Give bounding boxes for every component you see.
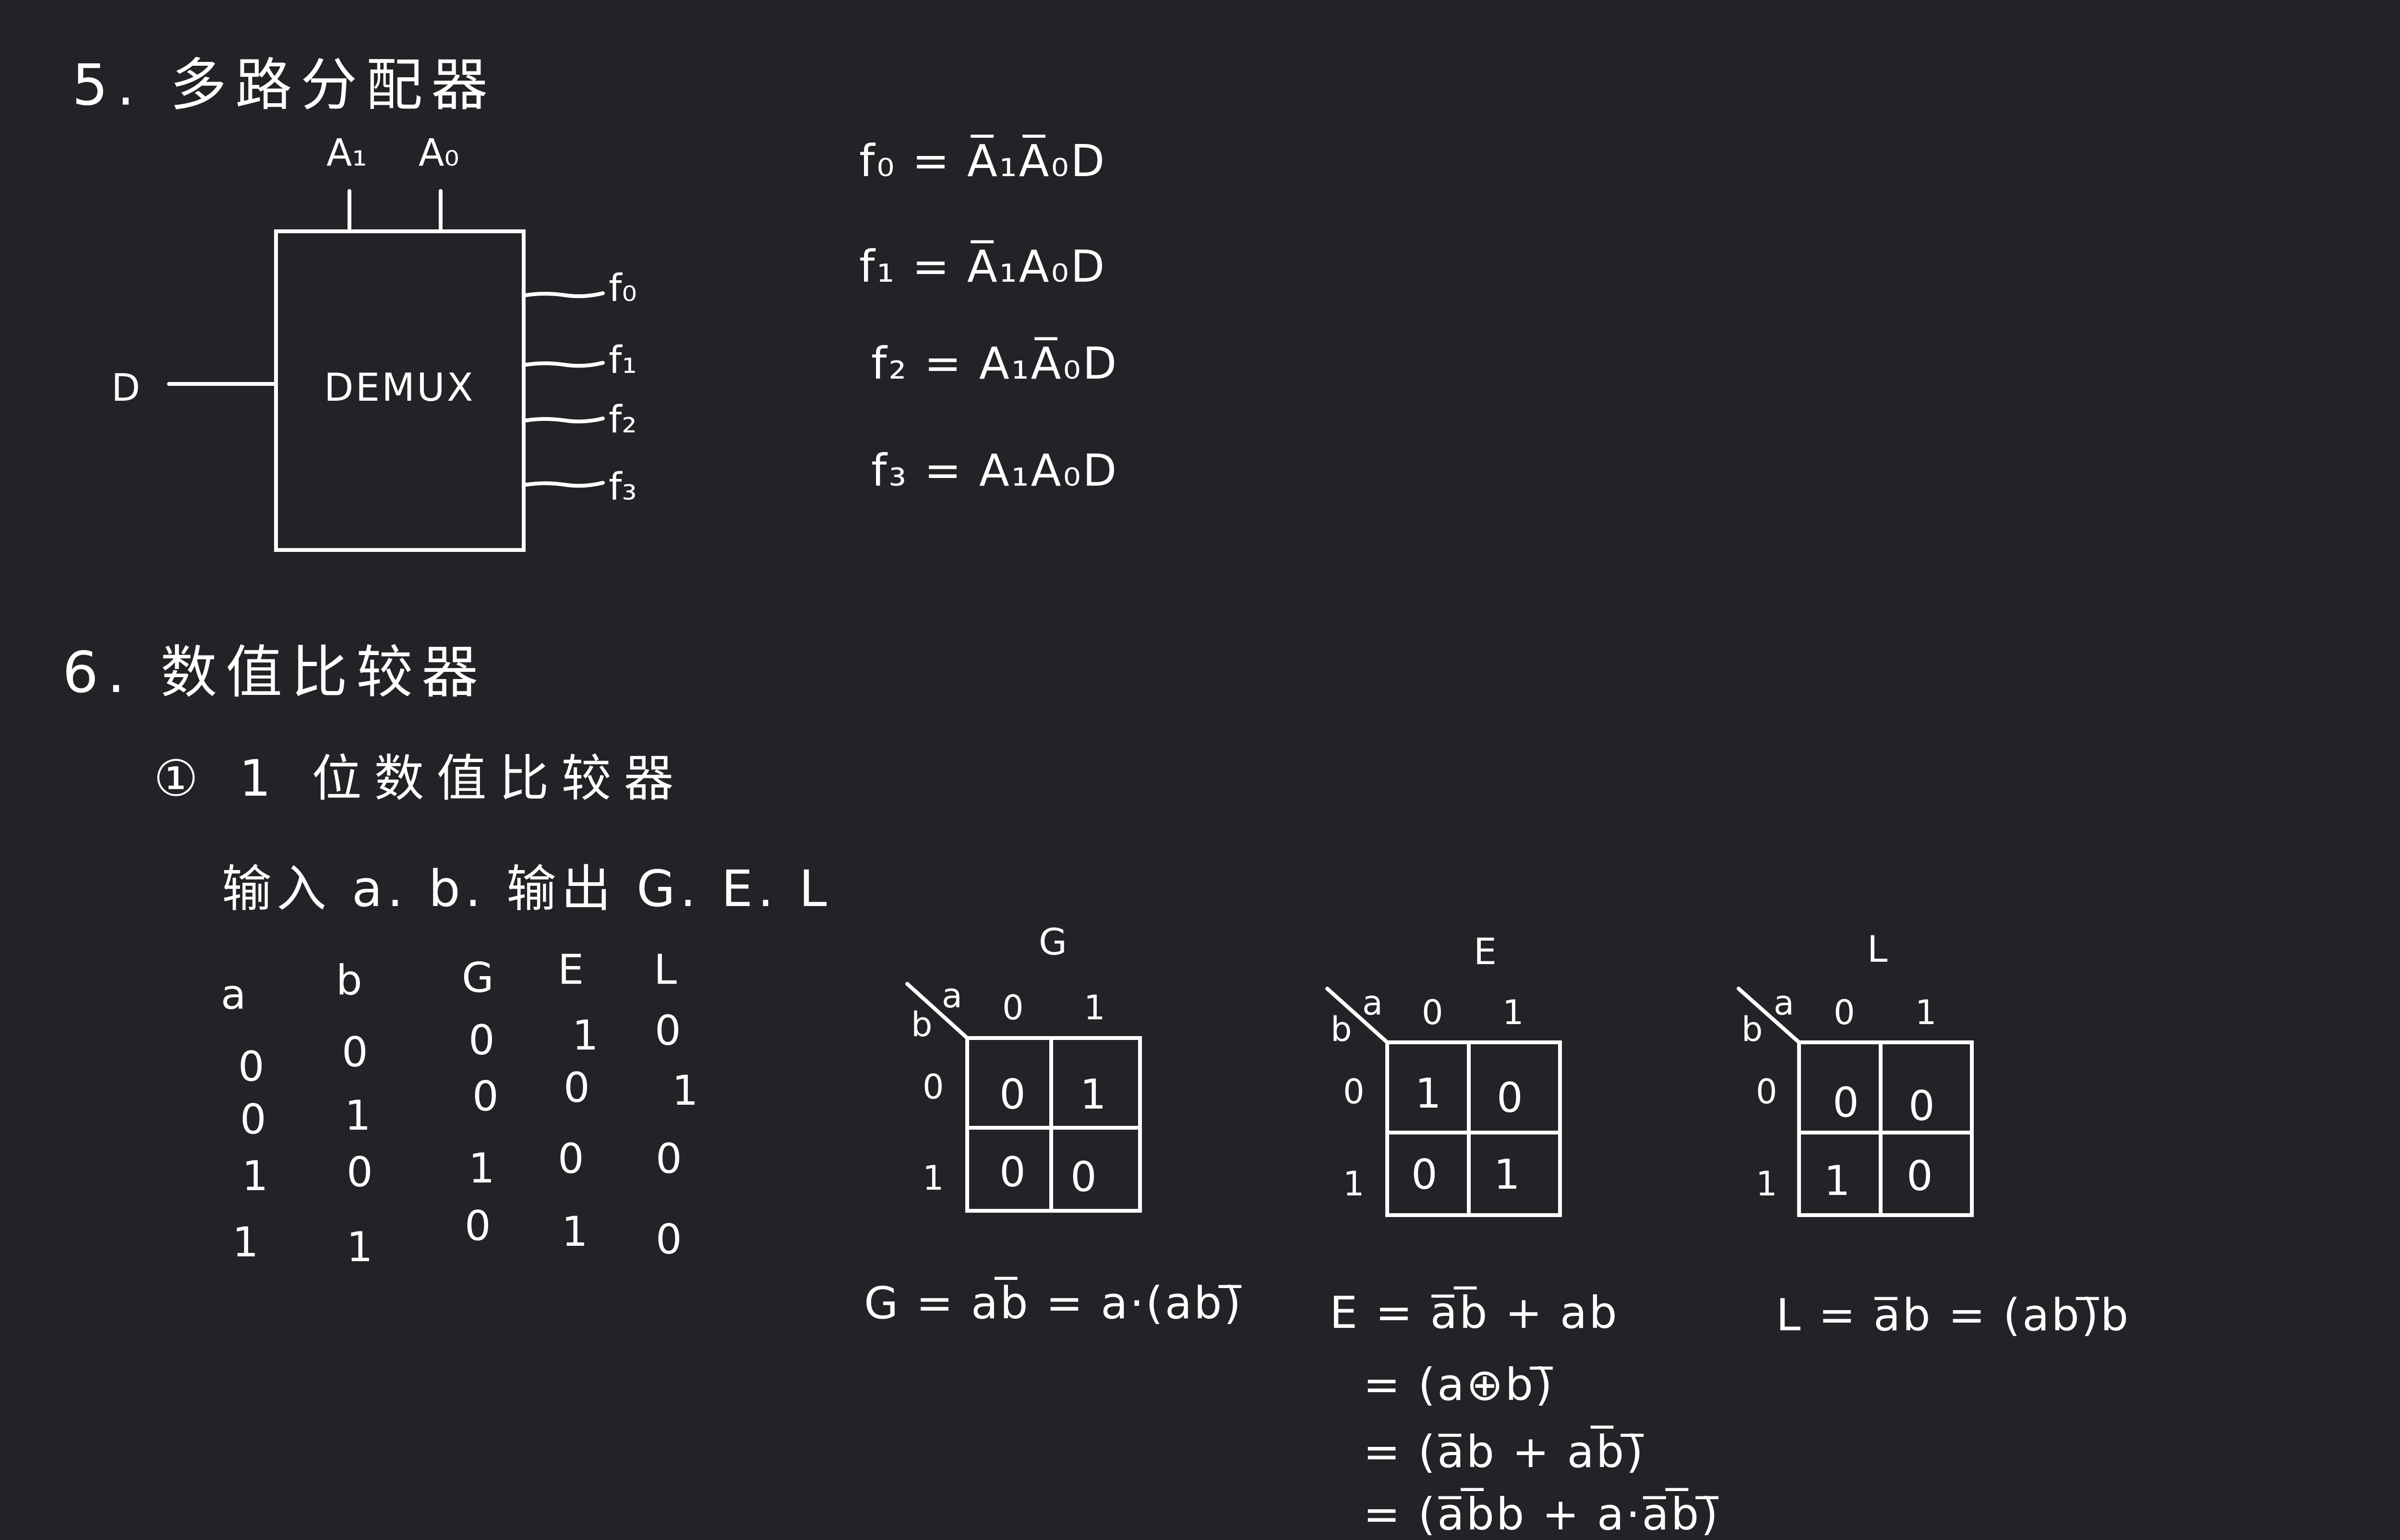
- eq-f0-rhs: A̅₁A̅₀D: [967, 135, 1107, 187]
- kmap-l-cell: 1: [1824, 1157, 1850, 1205]
- kmap-e-cell: 0: [1497, 1074, 1523, 1122]
- kmap-g-cell: 1: [1080, 1071, 1106, 1119]
- demux-label: DEMUX: [324, 365, 475, 410]
- kmap-g-grid: [965, 1036, 1142, 1213]
- kmap-e-col-0: 0: [1422, 993, 1443, 1032]
- table-row: 1: [347, 1223, 373, 1271]
- select-label-a0: A₀: [419, 131, 459, 175]
- table-row: 0: [564, 1064, 590, 1112]
- table-row: 1: [345, 1092, 371, 1140]
- output-line-f3: [524, 481, 605, 488]
- e-expression-line: = (a⊕b)̅: [1363, 1359, 1554, 1410]
- tt-header-e: E: [558, 946, 584, 994]
- table-row: 0: [238, 1043, 264, 1091]
- eq-f1: f₁ = A̅₁A₀D: [859, 245, 1106, 289]
- kmap-g-row-0: 0: [923, 1067, 944, 1107]
- output-label-f1: f₁: [609, 339, 637, 382]
- eq-f0-lhs: f₀ =: [859, 135, 951, 187]
- output-label-f2: f₂: [609, 398, 637, 442]
- kmap-g-cell: 0: [1070, 1153, 1097, 1201]
- kmap-e-cell: 0: [1411, 1151, 1438, 1199]
- kmap-e-row-0: 0: [1343, 1072, 1365, 1111]
- output-label-f0: f₀: [609, 267, 637, 310]
- table-row: 0: [342, 1028, 368, 1076]
- kmap-e-row-1: 1: [1343, 1164, 1365, 1204]
- kmap-e-col-1: 1: [1502, 993, 1524, 1032]
- eq-f1-rhs: A̅₁A₀D: [967, 241, 1107, 292]
- io-description: 输入 a. b. 输出 G. E. L: [222, 860, 832, 918]
- section6-title: 6. 数值比较器: [62, 639, 487, 705]
- output-line-f0: [524, 291, 605, 298]
- kmap-l-row-var: b: [1741, 1010, 1763, 1049]
- kmap-l-row-1: 1: [1756, 1164, 1777, 1204]
- table-row: 1: [242, 1152, 268, 1200]
- kmap-l-row-0: 0: [1756, 1072, 1777, 1111]
- eq-f3-rhs: A₁A₀D: [979, 445, 1119, 496]
- kmap-g-cell: 0: [999, 1148, 1026, 1196]
- tt-header-b: b: [336, 956, 362, 1004]
- kmap-e-cell: 1: [1494, 1151, 1520, 1199]
- kmap-g-col-var: a: [942, 976, 962, 1015]
- e-expression-line: E = a̅b̅ + ab: [1330, 1287, 1619, 1338]
- kmap-g-row-1: 1: [923, 1158, 944, 1198]
- kmap-g-row-var: b: [911, 1005, 933, 1044]
- kmap-e-col-var: a: [1362, 983, 1383, 1023]
- kmap-l-col-1: 1: [1915, 993, 1937, 1032]
- table-row: 0: [465, 1202, 491, 1250]
- table-row: 0: [347, 1148, 373, 1196]
- table-row: 1: [672, 1067, 698, 1115]
- input-label-d: D: [111, 367, 141, 410]
- g-expression: G = ab̅ = a·(ab)̅: [864, 1277, 1243, 1329]
- kmap-g-title: G: [1039, 920, 1067, 963]
- kmap-e-row-var: b: [1331, 1010, 1352, 1049]
- kmap-e-title: E: [1474, 930, 1497, 973]
- table-row: 0: [240, 1096, 266, 1144]
- kmap-g-cell: 0: [999, 1071, 1026, 1119]
- output-label-f3: f₃: [609, 466, 637, 509]
- demux-block-outline: [274, 229, 526, 552]
- e-expression-line: = (a̅b + ab̅)̅: [1363, 1426, 1645, 1478]
- kmap-l-grid: [1797, 1040, 1974, 1217]
- table-row: 1: [232, 1218, 259, 1266]
- output-line-f1: [524, 361, 605, 368]
- select-label-a1: A₁: [326, 131, 367, 175]
- tt-header-a: a: [221, 971, 246, 1019]
- output-line-f2: [524, 417, 605, 424]
- kmap-e-grid: [1385, 1040, 1562, 1217]
- section5-title: 5. 多路分配器: [72, 52, 497, 118]
- tt-header-l: L: [654, 946, 677, 994]
- table-row: 1: [562, 1208, 588, 1256]
- table-row: 0: [656, 1216, 682, 1264]
- e-expression-line: = (a̅b̅b + a·a̅b̅)̅: [1363, 1489, 1720, 1540]
- table-row: 1: [572, 1012, 599, 1060]
- kmap-l-cell: 0: [1833, 1079, 1859, 1127]
- section6-subtitle: ① 1 位数值比较器: [154, 749, 686, 808]
- kmap-g-col-0: 0: [1002, 988, 1024, 1027]
- eq-f2: f₂ = A₁A̅₀D: [871, 342, 1118, 386]
- kmap-l-col-0: 0: [1834, 993, 1855, 1032]
- tt-header-g: G: [462, 954, 494, 1002]
- kmap-g-col-1: 1: [1084, 988, 1105, 1027]
- table-row: 0: [656, 1135, 682, 1183]
- eq-f2-lhs: f₂ =: [871, 338, 963, 389]
- kmap-l-cell: 0: [1907, 1152, 1933, 1200]
- table-row: 0: [468, 1016, 495, 1064]
- kmap-l-col-var: a: [1774, 983, 1794, 1023]
- eq-f2-rhs: A₁A̅₀D: [979, 338, 1119, 389]
- table-row: 0: [558, 1135, 584, 1183]
- l-expression: L = a̅b = (ab)̅b: [1776, 1289, 2131, 1341]
- table-row: 0: [655, 1007, 681, 1055]
- kmap-l-title: L: [1867, 928, 1888, 970]
- kmap-l-cell: 0: [1908, 1082, 1935, 1130]
- eq-f3-lhs: f₃ =: [871, 445, 963, 496]
- kmap-e-cell: 1: [1415, 1070, 1441, 1118]
- table-row: 1: [468, 1145, 495, 1193]
- eq-f1-lhs: f₁ =: [859, 241, 951, 292]
- table-row: 0: [472, 1073, 499, 1121]
- eq-f3: f₃ = A₁A₀D: [871, 449, 1118, 493]
- eq-f0: f₀ = A̅₁A̅₀D: [859, 139, 1106, 183]
